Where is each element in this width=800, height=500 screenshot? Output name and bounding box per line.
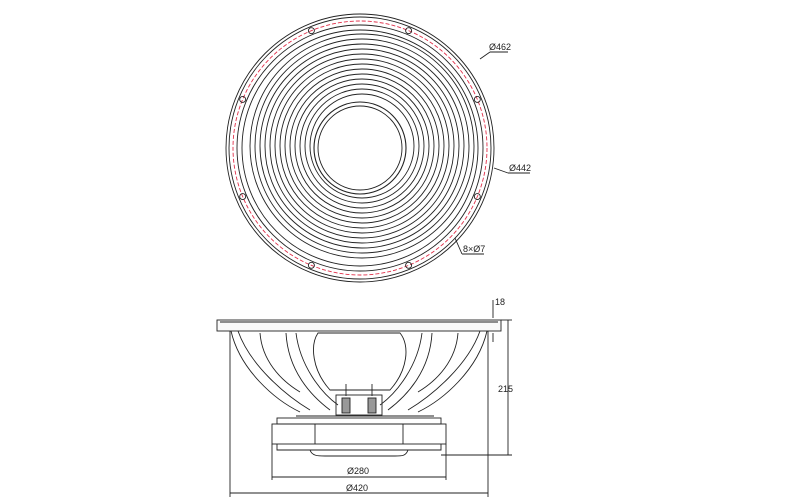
cone-ring: [294, 78, 430, 214]
mounting-hole: [473, 95, 481, 103]
magnet-diameter-label: Ø280: [347, 466, 369, 476]
cone-ring: [249, 33, 475, 259]
cone-ring: [254, 38, 470, 254]
cone-ring: [284, 68, 440, 224]
cone-ring: [279, 63, 445, 229]
mounting-hole: [307, 27, 315, 35]
depth-label: 215: [498, 384, 513, 394]
mounting-hole: [405, 261, 413, 269]
bolt-circle-label: Ø442: [509, 163, 531, 173]
mounting-hole: [239, 95, 247, 103]
basket-diameter-label: Ø420: [346, 483, 368, 493]
side-view: [216, 300, 512, 497]
cone-ring: [309, 93, 415, 199]
cone-ring: [304, 88, 420, 204]
bolt-circle: [232, 20, 488, 276]
flange-thickness-label: 18: [495, 297, 505, 307]
cone-ring: [264, 48, 460, 244]
cone-ring: [269, 53, 455, 239]
cone-ring: [299, 83, 425, 209]
dust-cap: [313, 101, 407, 195]
outer-diameter-label: Ø462: [489, 42, 511, 52]
mounting-hole: [307, 261, 315, 269]
mounting-hole: [239, 193, 247, 201]
cone-ring: [274, 58, 450, 234]
flange: [216, 319, 502, 332]
cone-ring: [259, 43, 465, 249]
holes-label: 8×Ø7: [463, 244, 485, 254]
front-view: [225, 13, 530, 283]
magnet: [276, 417, 442, 425]
cone-ring: [289, 73, 435, 219]
mounting-hole: [473, 193, 481, 201]
mounting-hole: [405, 27, 413, 35]
